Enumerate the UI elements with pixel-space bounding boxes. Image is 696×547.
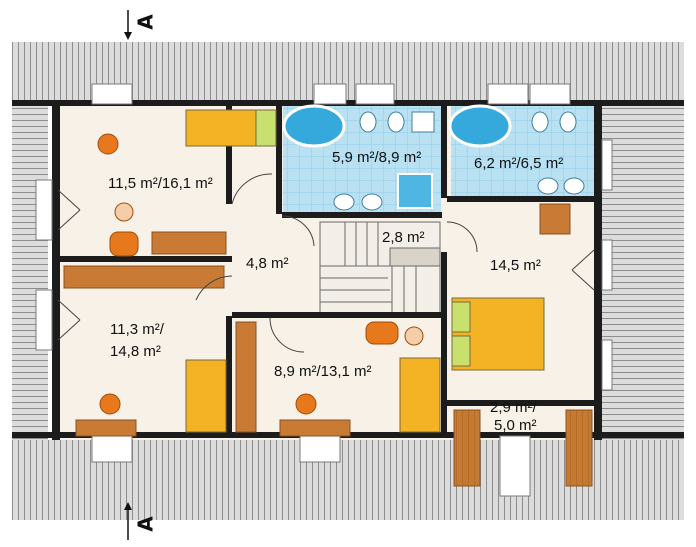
room-label-bathroom-1: 5,9 m²/8,9 m²	[332, 149, 422, 166]
doors	[57, 173, 595, 353]
bath-fixtures	[282, 104, 585, 211]
room-label-closet-line1: 2,9 m²/	[490, 399, 537, 416]
room-label-bathroom-2: 6,2 m²/6,5 m²	[474, 155, 564, 172]
room-label-master-bedroom: 14,5 m²	[490, 257, 541, 274]
beds	[185, 109, 545, 433]
furniture	[63, 203, 593, 487]
section-line-marker	[124, 10, 132, 540]
section-label-top: A	[133, 14, 158, 30]
room-label-left-line1: 11,3 m²/	[110, 321, 164, 338]
windows	[35, 83, 613, 497]
section-label-bottom: A	[133, 516, 158, 532]
room-label-closet-line2: 5,0 m²	[494, 417, 537, 434]
room-label-bottom-mid: 8,9 m²/13,1 m²	[274, 363, 372, 380]
room-label-left-line2: 14,8 m²	[110, 343, 161, 360]
room-label-hall: 4,8 m²	[246, 255, 289, 272]
staircase	[319, 221, 441, 315]
room-label-stair: 2,8 m²	[382, 229, 425, 246]
chairs	[97, 133, 424, 415]
room-label-top-left: 11,5 m²/16,1 m²	[108, 175, 213, 192]
